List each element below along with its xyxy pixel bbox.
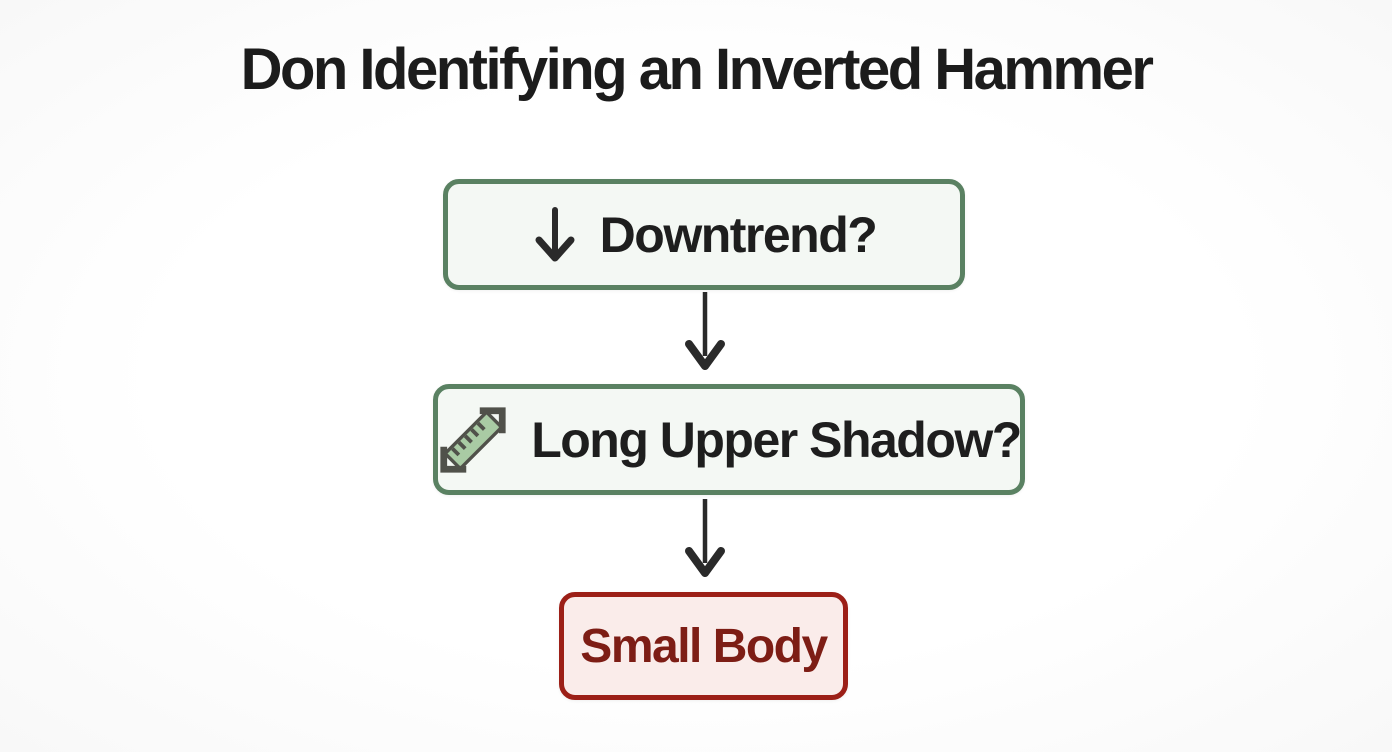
diagonal-ruler-icon (437, 404, 509, 476)
page-title: Don Identifying an Inverted Hammer (240, 37, 1154, 102)
node-label-small-body: Small Body (580, 619, 828, 673)
flow-node-small-body: Small Body (559, 592, 848, 700)
down-arrow-icon (532, 206, 578, 264)
flow-node-long-upper-shadow: Long Upper Shadow? (433, 384, 1025, 495)
node-label-downtrend: Downtrend? (599, 206, 878, 263)
connector-arrow-1 (685, 292, 725, 370)
connector-arrow-2 (685, 499, 725, 577)
flow-node-downtrend: Downtrend? (443, 179, 965, 290)
node-label-long-upper-shadow: Long Upper Shadow? (531, 411, 1022, 468)
